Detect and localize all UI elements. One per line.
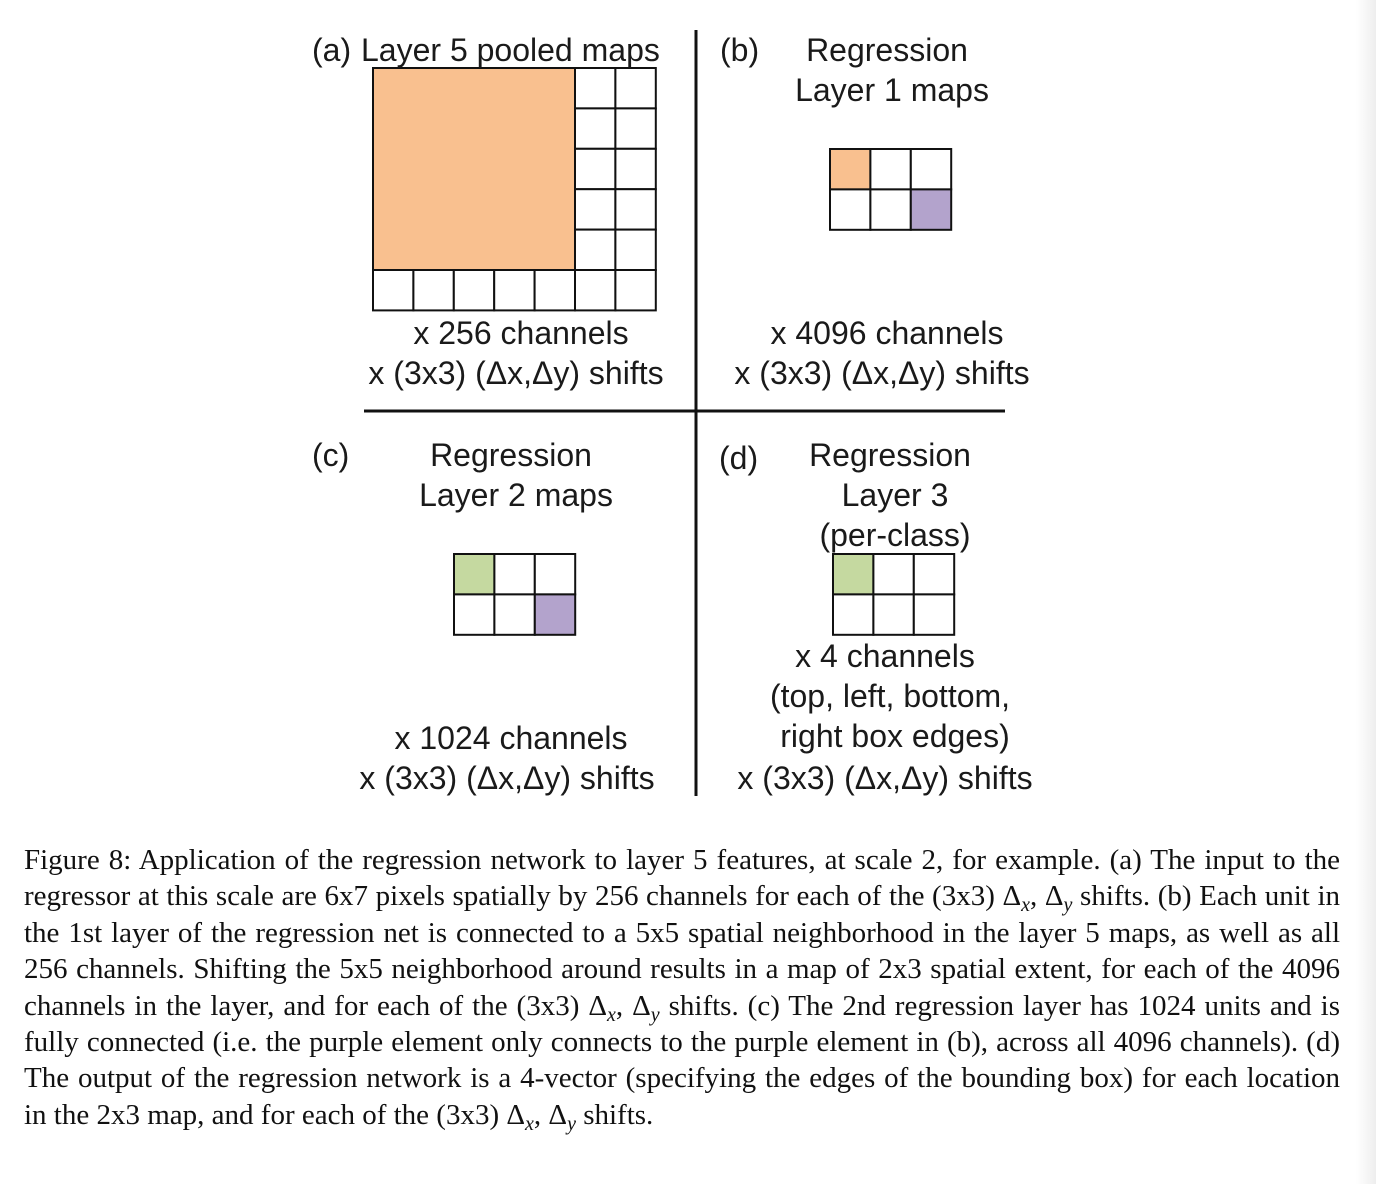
page-edge-shadow xyxy=(1356,0,1376,1184)
grid-cell xyxy=(372,269,415,312)
panel-a-shifts: x (3x3) (Δx,Δy) shifts xyxy=(368,355,663,391)
grid-cell xyxy=(872,593,915,636)
panel-c-title-line2: Layer 2 maps xyxy=(419,477,613,513)
panel-b-title-line2: Layer 1 maps xyxy=(795,72,989,108)
figure-diagram: (a) Layer 5 pooled maps x 256 channels x… xyxy=(312,30,1033,796)
panel-b-channels: x 4096 channels xyxy=(770,315,1003,351)
grid-cell xyxy=(829,188,872,231)
grid-cell xyxy=(614,269,657,312)
panel-b-label: (b) xyxy=(720,32,759,68)
diagram-canvas: (a) Layer 5 pooled maps x 256 channels x… xyxy=(312,30,1033,796)
grid-cell xyxy=(909,188,953,231)
panel-d: (d) Regression Layer 3 (per-class) x 4 c… xyxy=(719,437,1033,796)
panel-d-title-line3: (per-class) xyxy=(819,517,970,553)
grid-cell xyxy=(912,553,956,596)
grid-cell xyxy=(493,269,536,312)
grid-cell xyxy=(453,553,496,596)
grid-cell xyxy=(909,148,953,191)
grid-cell xyxy=(832,553,875,596)
regression-layer2-grid xyxy=(453,553,577,636)
panel-a-title: Layer 5 pooled maps xyxy=(361,32,660,68)
caption-text-part3: shifts. (c) The 2nd regression layer has… xyxy=(24,989,1340,1131)
panel-a-channels: x 256 channels xyxy=(413,315,628,351)
panel-c: (c) Regression Layer 2 maps x 1024 chann… xyxy=(312,437,655,796)
panel-a: (a) Layer 5 pooled maps x 256 channels x… xyxy=(312,32,664,391)
grid-cell xyxy=(829,148,872,191)
grid-cell xyxy=(453,593,496,636)
grid-cell xyxy=(412,269,455,312)
grid-cell xyxy=(574,188,617,231)
delta-x-y-math-1: Δx, Δy xyxy=(1002,880,1073,917)
grid-cell xyxy=(614,107,657,150)
grid-cell xyxy=(533,553,577,596)
panel-d-title-line2: Layer 3 xyxy=(842,477,949,513)
panel-b-title-line1: Regression xyxy=(806,32,968,68)
grid-cell xyxy=(614,228,657,272)
delta-x-y-math-3: Δx, Δy xyxy=(506,1098,576,1135)
panel-c-channels: x 1024 channels xyxy=(394,720,627,756)
grid-cell xyxy=(614,147,657,191)
regression-layer3-grid xyxy=(832,553,956,636)
grid-cell xyxy=(872,553,915,596)
caption-text-part1: Figure 8: Application of the regression … xyxy=(24,844,1340,913)
panel-d-edges-line1: (top, left, bottom, xyxy=(770,678,1010,714)
pooled-receptive-field xyxy=(372,67,576,271)
delta-x-y-math-2: Δx, Δy xyxy=(588,989,660,1026)
panel-c-shifts: x (3x3) (Δx,Δy) shifts xyxy=(359,760,654,796)
grid-cell xyxy=(912,593,956,636)
grid-cell xyxy=(869,188,912,231)
panel-d-channels: x 4 channels xyxy=(795,638,975,674)
grid-cell xyxy=(614,67,657,110)
grid-cell xyxy=(869,148,912,191)
panel-a-label: (a) xyxy=(312,32,351,68)
grid-cell xyxy=(493,553,536,596)
grid-cell xyxy=(574,228,617,272)
caption-text-part2: shifts. (b) Each unit in the 1st layer o… xyxy=(24,880,1340,1022)
panel-c-label: (c) xyxy=(312,437,349,473)
panel-d-label: (d) xyxy=(719,440,758,476)
grid-cell xyxy=(614,188,657,231)
panel-c-title-line1: Regression xyxy=(430,437,592,473)
grid-cell xyxy=(452,269,496,312)
panel-d-edges-line2: right box edges) xyxy=(780,718,1009,754)
grid-cell xyxy=(832,593,875,636)
panel-d-title-line1: Regression xyxy=(809,437,971,473)
caption-text-part4: shifts. xyxy=(575,1098,654,1131)
panel-b: (b) Regression Layer 1 maps x 4096 chann… xyxy=(720,32,1030,391)
grid-cell xyxy=(533,269,576,312)
panel-d-shifts: x (3x3) (Δx,Δy) shifts xyxy=(737,760,1032,796)
grid-cell xyxy=(574,147,617,191)
grid-cell xyxy=(574,269,617,312)
grid-cell xyxy=(533,593,577,636)
panel-b-shifts: x (3x3) (Δx,Δy) shifts xyxy=(734,355,1029,391)
grid-cell xyxy=(493,593,536,636)
grid-cell xyxy=(574,107,617,150)
regression-layer1-grid xyxy=(829,148,953,231)
grid-cell xyxy=(574,67,617,110)
figure-caption: Figure 8: Application of the regression … xyxy=(24,842,1340,1135)
